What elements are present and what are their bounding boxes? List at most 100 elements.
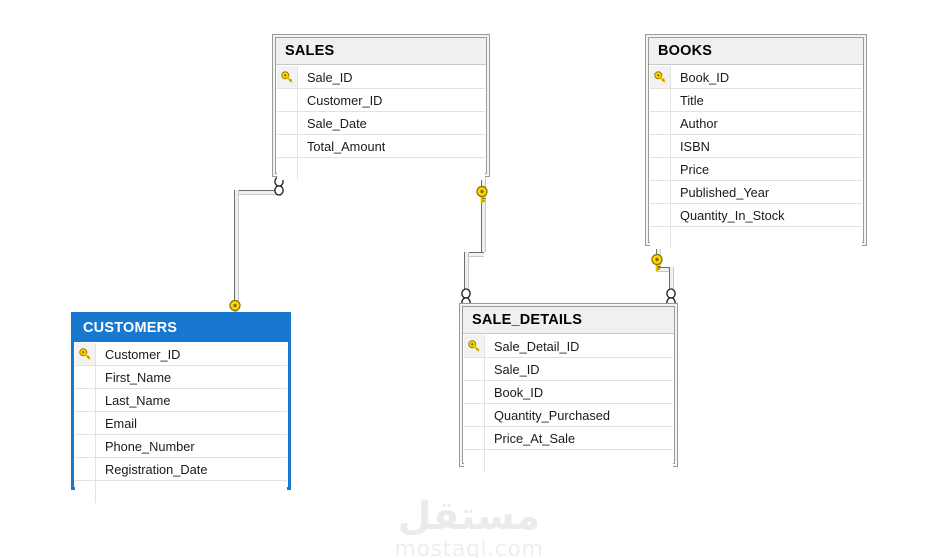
connector-segment xyxy=(464,252,484,257)
field-name: Sale_ID xyxy=(307,69,353,85)
field-row[interactable]: Last_Name xyxy=(75,389,287,412)
field-key-gutter xyxy=(75,366,96,388)
field-name: Author xyxy=(680,115,718,131)
field-row[interactable]: Customer_ID xyxy=(277,89,485,112)
field-row-empty[interactable] xyxy=(277,158,485,180)
field-name: ISBN xyxy=(680,138,710,154)
field-key-gutter xyxy=(650,227,671,249)
field-row[interactable]: Price_At_Sale xyxy=(464,427,673,450)
connector-segment xyxy=(481,177,486,252)
entity-table-title[interactable]: SALE_DETAILS xyxy=(463,307,674,334)
field-name: Price_At_Sale xyxy=(494,430,576,446)
field-key-gutter xyxy=(650,158,671,180)
entity-table-title[interactable]: CUSTOMERS xyxy=(74,315,288,342)
field-key-gutter xyxy=(277,135,298,157)
field-key-gutter xyxy=(650,112,671,134)
field-key-gutter xyxy=(75,412,96,434)
field-name: Registration_Date xyxy=(105,461,208,477)
connector-segment xyxy=(234,190,239,303)
connector-segment xyxy=(234,190,279,195)
field-row[interactable]: Registration_Date xyxy=(75,458,287,481)
field-name: Quantity_In_Stock xyxy=(680,207,785,223)
field-key-gutter xyxy=(650,135,671,157)
field-row[interactable]: First_Name xyxy=(75,366,287,389)
watermark-arabic-text: مستقل xyxy=(397,494,541,539)
one-endpoint-fk-saledetails-books xyxy=(650,252,664,277)
primary-key-icon xyxy=(280,70,293,83)
field-row[interactable]: Email xyxy=(75,412,287,435)
field-key-gutter-pk xyxy=(75,343,96,365)
field-name: Last_Name xyxy=(105,392,171,408)
entity-table-title[interactable]: BOOKS xyxy=(649,38,863,65)
primary-key-icon xyxy=(467,339,480,352)
field-key-gutter xyxy=(464,450,485,472)
primary-key-icon xyxy=(78,347,91,360)
field-row[interactable]: Book_ID xyxy=(650,66,862,89)
field-key-gutter xyxy=(464,358,485,380)
field-row-empty[interactable] xyxy=(650,227,862,249)
field-key-gutter-pk xyxy=(277,66,298,88)
connector-segment xyxy=(656,267,672,272)
field-row[interactable]: Title xyxy=(650,89,862,112)
field-key-gutter-pk xyxy=(650,66,671,88)
field-name: Total_Amount xyxy=(307,138,386,154)
field-row[interactable]: Customer_ID xyxy=(75,343,287,366)
field-name: Book_ID xyxy=(494,384,544,400)
entity-table-sale_details[interactable]: SALE_DETAILS Sale_Detail_ID Sale_ID Book_ID… xyxy=(459,303,678,472)
primary-key-icon xyxy=(653,70,666,83)
field-row[interactable]: ISBN xyxy=(650,135,862,158)
relationship-one-key-icon xyxy=(651,253,663,271)
field-name: Sale_ID xyxy=(494,361,540,377)
field-row-empty[interactable] xyxy=(464,450,673,472)
connector-segment xyxy=(669,267,674,297)
field-key-gutter xyxy=(464,427,485,449)
field-row[interactable]: Phone_Number xyxy=(75,435,287,458)
field-key-gutter xyxy=(464,404,485,426)
field-row[interactable]: Sale_ID xyxy=(464,358,673,381)
field-row[interactable]: Sale_Detail_ID xyxy=(464,335,673,358)
field-row[interactable]: Sale_Date xyxy=(277,112,485,135)
one-endpoint-fk-saledetails-sales xyxy=(475,184,489,209)
field-name: Book_ID xyxy=(680,69,730,85)
field-name: Price xyxy=(680,161,710,177)
field-key-gutter xyxy=(75,389,96,411)
watermark: مستقل mostaql.com xyxy=(369,496,569,558)
field-row[interactable]: Sale_ID xyxy=(277,66,485,89)
field-key-gutter xyxy=(650,204,671,226)
field-key-gutter-pk xyxy=(464,335,485,357)
field-name: First_Name xyxy=(105,369,172,385)
field-row[interactable]: Price xyxy=(650,158,862,181)
field-row[interactable]: Book_ID xyxy=(464,381,673,404)
field-name: Customer_ID xyxy=(105,346,181,362)
field-row-empty[interactable] xyxy=(75,481,287,503)
field-row[interactable]: Author xyxy=(650,112,862,135)
field-row[interactable]: Total_Amount xyxy=(277,135,485,158)
field-key-gutter xyxy=(277,158,298,180)
field-row[interactable]: Quantity_Purchased xyxy=(464,404,673,427)
field-key-gutter xyxy=(75,435,96,457)
field-key-gutter xyxy=(464,381,485,403)
entity-table-title[interactable]: SALES xyxy=(276,38,486,65)
field-name: Sale_Detail_ID xyxy=(494,338,580,354)
entity-field-list: Sale_Detail_ID Sale_ID Book_ID Quantity_Pur… xyxy=(463,334,674,472)
field-row[interactable]: Quantity_In_Stock xyxy=(650,204,862,227)
entity-table-inner: SALE_DETAILS Sale_Detail_ID Sale_ID Book_ID… xyxy=(462,306,675,472)
field-name: Sale_Date xyxy=(307,115,367,131)
field-key-gutter xyxy=(277,89,298,111)
field-name: Customer_ID xyxy=(307,92,383,108)
relationship-one-key-icon xyxy=(476,185,488,203)
field-row[interactable]: Published_Year xyxy=(650,181,862,204)
connector-segment xyxy=(464,252,469,297)
field-name: Phone_Number xyxy=(105,438,195,454)
